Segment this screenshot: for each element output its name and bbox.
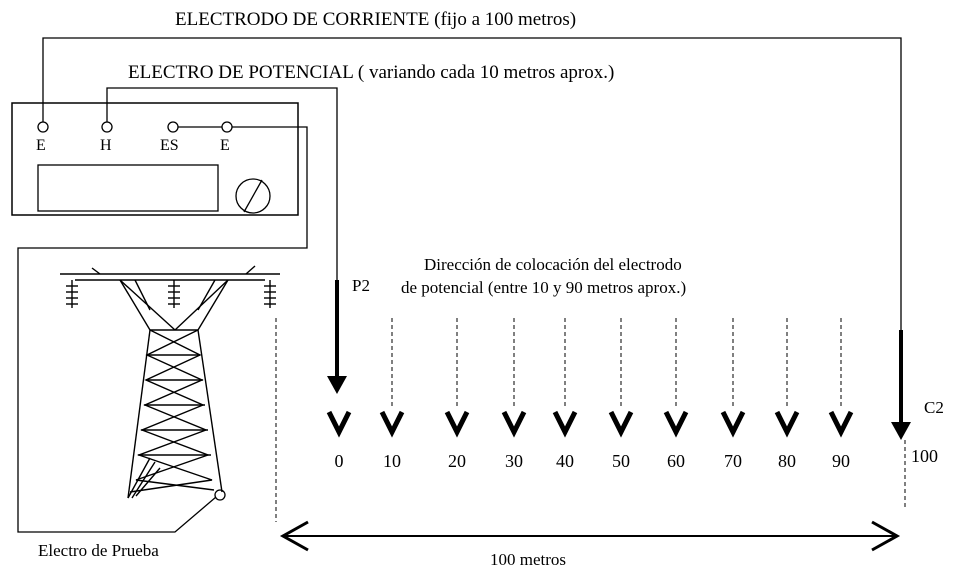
- stake-icon: [608, 410, 634, 438]
- stake-icon: [552, 410, 578, 438]
- arrow-left-icon: [279, 520, 309, 552]
- stake-label: 60: [667, 451, 685, 471]
- stake-icon: [720, 410, 746, 438]
- stake-label: 10: [383, 451, 401, 471]
- stake-icon: [663, 410, 689, 438]
- terminal-es-icon: [167, 121, 179, 133]
- arrow-right-icon: [871, 520, 901, 552]
- terminal-label: E: [220, 137, 230, 154]
- test-electrode-label: Electro de Prueba: [38, 541, 159, 560]
- test-electrode-icon: [214, 489, 226, 501]
- stake-icon: [379, 410, 405, 438]
- stake-label: 20: [448, 451, 466, 471]
- terminal-label: E: [36, 137, 46, 154]
- terminal-e2-icon: [221, 121, 233, 133]
- stake-label: 70: [724, 451, 742, 471]
- meter-body: [11, 102, 299, 216]
- stake-label: 40: [556, 451, 574, 471]
- current-electrode-label: ELECTRODO DE CORRIENTE (fijo a 100 metro…: [175, 9, 576, 30]
- potential-electrode-label: ELECTRO DE POTENCIAL ( variando cada 10 …: [128, 62, 614, 83]
- stake-markers: 0 10 20 30 40 50 60 70 80 90: [326, 318, 854, 471]
- distance-label: 100 metros: [490, 550, 566, 569]
- terminal-h-icon: [101, 121, 113, 133]
- test-electrode-wire: [17, 126, 308, 533]
- stake-label: 80: [778, 451, 796, 471]
- stake-icon: [828, 410, 854, 438]
- p2-arrowhead-icon: [327, 376, 347, 394]
- terminal-label: H: [100, 137, 112, 154]
- direction-label-line1: Dirección de colocación del electrodo: [424, 255, 682, 274]
- meter-dial-icon: [235, 178, 271, 214]
- meter-display: [37, 164, 219, 212]
- earth-tester-meter: E H ES E: [11, 102, 299, 216]
- stake-label: 50: [612, 451, 630, 471]
- stake-icon: [444, 410, 470, 438]
- stake-label: 30: [505, 451, 523, 471]
- distance-arrow: [279, 520, 901, 552]
- terminal-e-icon: [37, 121, 49, 133]
- potential-electrode-wire: [106, 87, 338, 280]
- transmission-tower-icon: [60, 265, 280, 499]
- stake-label: 90: [832, 451, 850, 471]
- stake-icon: [501, 410, 527, 438]
- stake-label: 0: [335, 451, 344, 471]
- stake-icon: [326, 410, 352, 438]
- stake-icon: [774, 410, 800, 438]
- direction-label-line2: de potencial (entre 10 y 90 metros aprox…: [401, 278, 686, 297]
- terminal-label: ES: [160, 137, 179, 154]
- current-electrode-wire: [42, 37, 902, 330]
- c2-distance-label: 100: [911, 446, 938, 466]
- c2-arrowhead-icon: [891, 422, 911, 440]
- p2-label: P2: [352, 276, 370, 295]
- c2-label: C2: [924, 398, 944, 417]
